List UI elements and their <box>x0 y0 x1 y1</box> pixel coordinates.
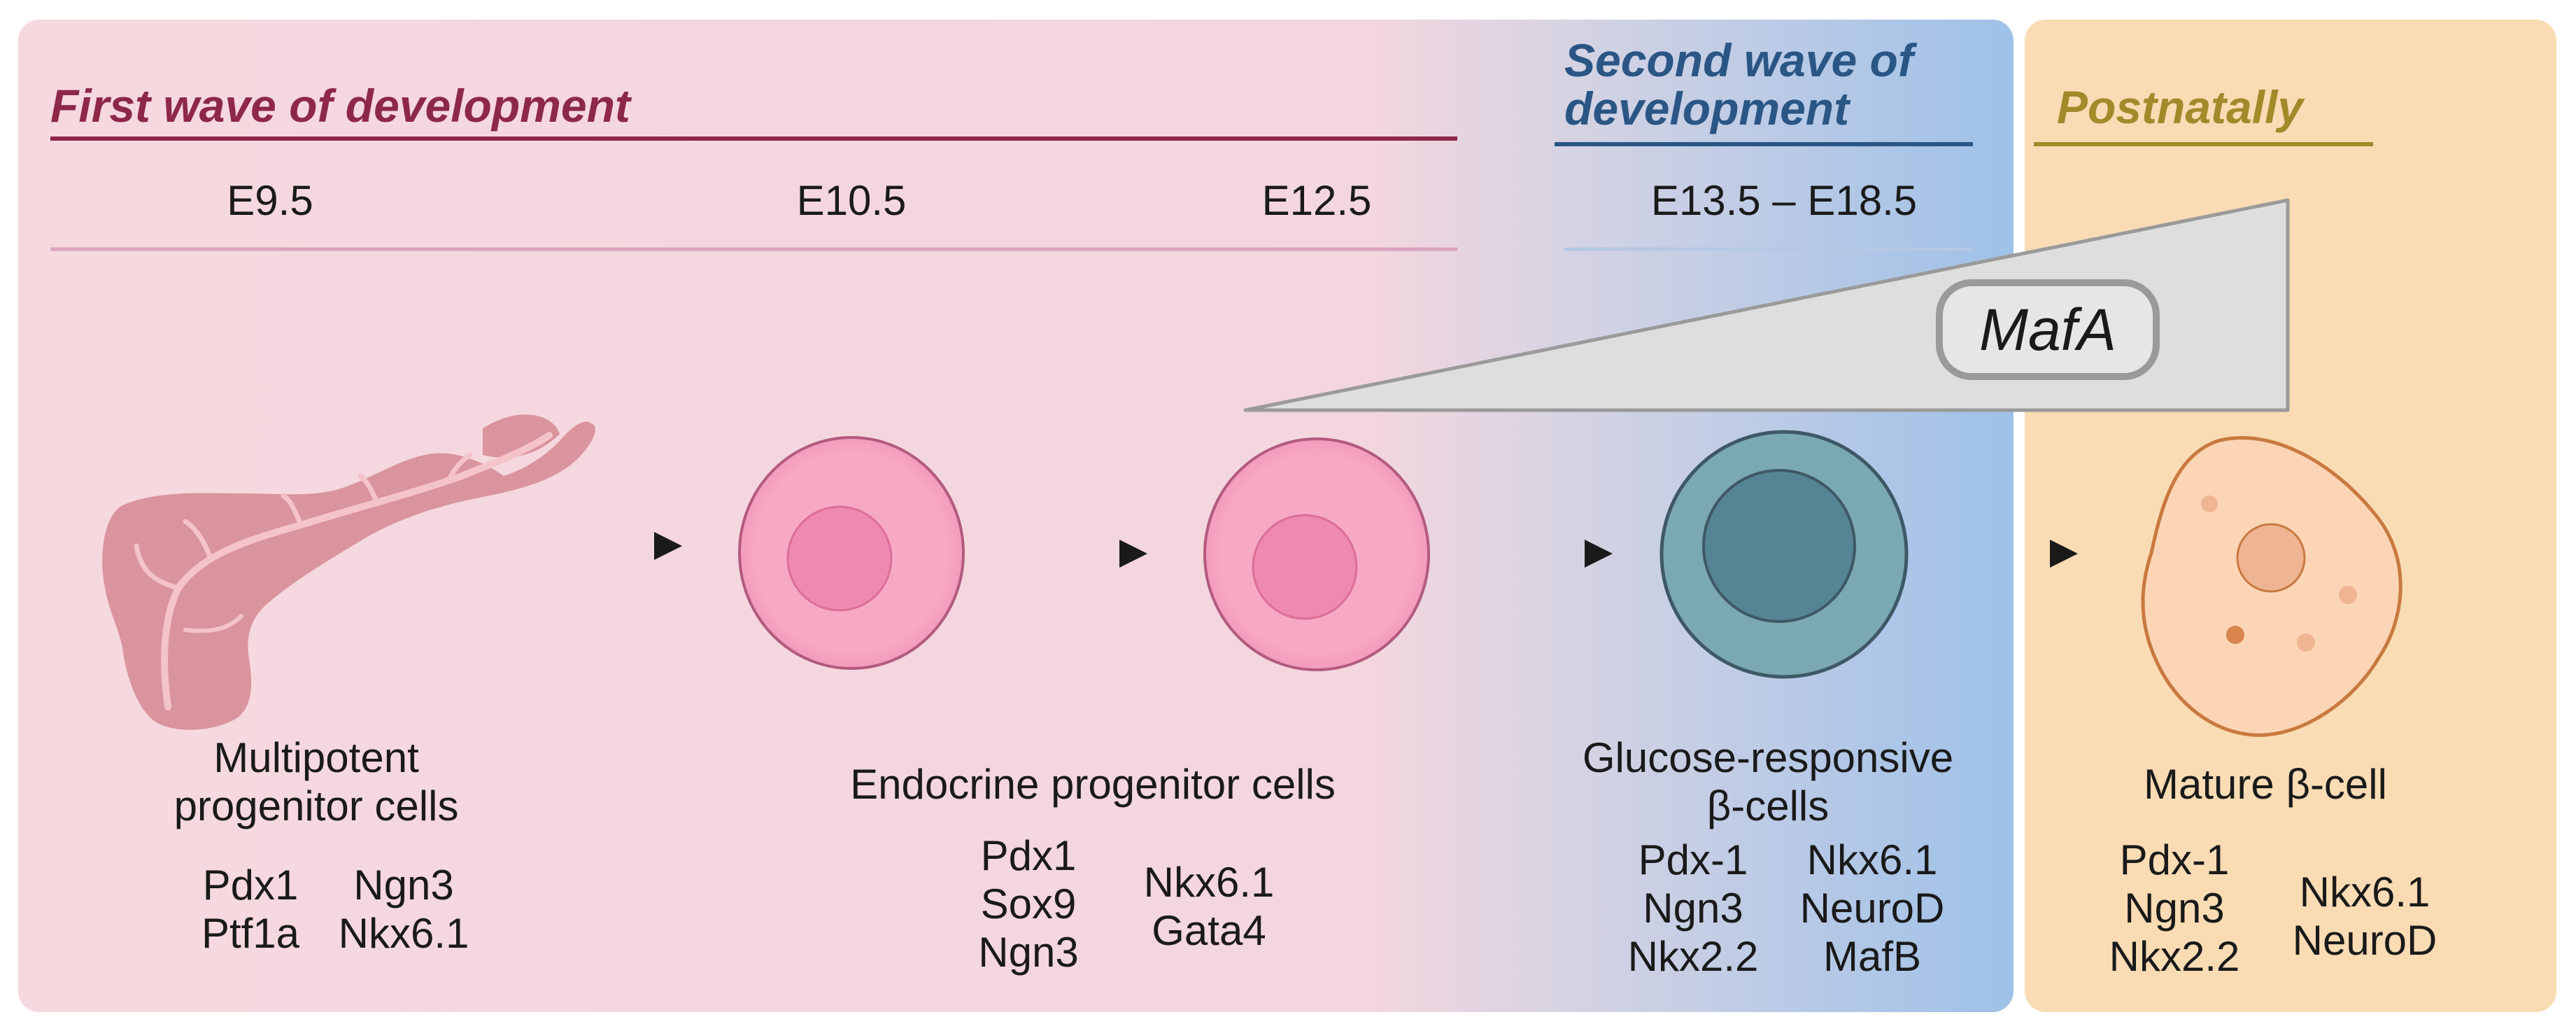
glucose-responsive-label: Glucose-responsive β-cells <box>1582 734 1954 829</box>
arrow-2 <box>1021 540 1147 568</box>
stage-e13-5-e18-5: E13.5 – E18.5 <box>1650 177 1918 224</box>
glucose-responsive-genes-right: Nkx6.1 NeuroD MafB <box>1799 836 1945 980</box>
endocrine-genes-left: Pdx1 Sox9 Ngn3 <box>978 832 1079 976</box>
mature-genes-left: Pdx-1 Ngn3 Nkx2.2 <box>2109 836 2240 980</box>
pancreas-icon <box>102 414 595 730</box>
mature-genes-right: Nkx6.1 NeuroD <box>2292 869 2437 964</box>
endocrine-genes-right: Nkx6.1 Gata4 <box>1143 859 1275 954</box>
first-wave-header: First wave of development <box>50 80 630 132</box>
multipotent-genes-right: Ngn3 Nkx6.1 <box>338 862 469 957</box>
stage-e9-5: E9.5 <box>227 177 313 224</box>
beta-cell <box>1659 430 1909 679</box>
multipotent-progenitor-label: Multipotent progenitor cells <box>174 734 459 829</box>
progenitor-cell-1 <box>738 436 965 670</box>
mafa-label-box <box>1936 279 2160 380</box>
arrow-4 <box>1952 540 2078 568</box>
stage-e10-5: E10.5 <box>796 177 907 224</box>
endocrine-progenitor-label: Endocrine progenitor cells <box>850 761 1336 808</box>
progenitor-cell-2 <box>1203 437 1430 671</box>
postnatal-header: Postnatally <box>2057 81 2304 133</box>
glucose-responsive-genes-left: Pdx-1 Ngn3 Nkx2.2 <box>1627 836 1759 980</box>
arrow-1 <box>556 532 682 560</box>
second-wave-header: Second wave of development <box>1564 36 1913 134</box>
arrow-3 <box>1487 540 1613 568</box>
multipotent-genes-left: Pdx1 Ptf1a <box>201 862 300 957</box>
mafa-label: MafA <box>1979 297 2117 363</box>
development-panel <box>18 20 2014 1012</box>
stage-e12-5: E12.5 <box>1261 177 1372 224</box>
second-wave-header-line1: Second wave of <box>1564 34 1913 86</box>
second-wave-header-line2: development <box>1564 83 1850 135</box>
mature-beta-cell-label: Mature β-cell <box>2144 761 2387 808</box>
mature-beta-cell <box>2141 436 2402 737</box>
